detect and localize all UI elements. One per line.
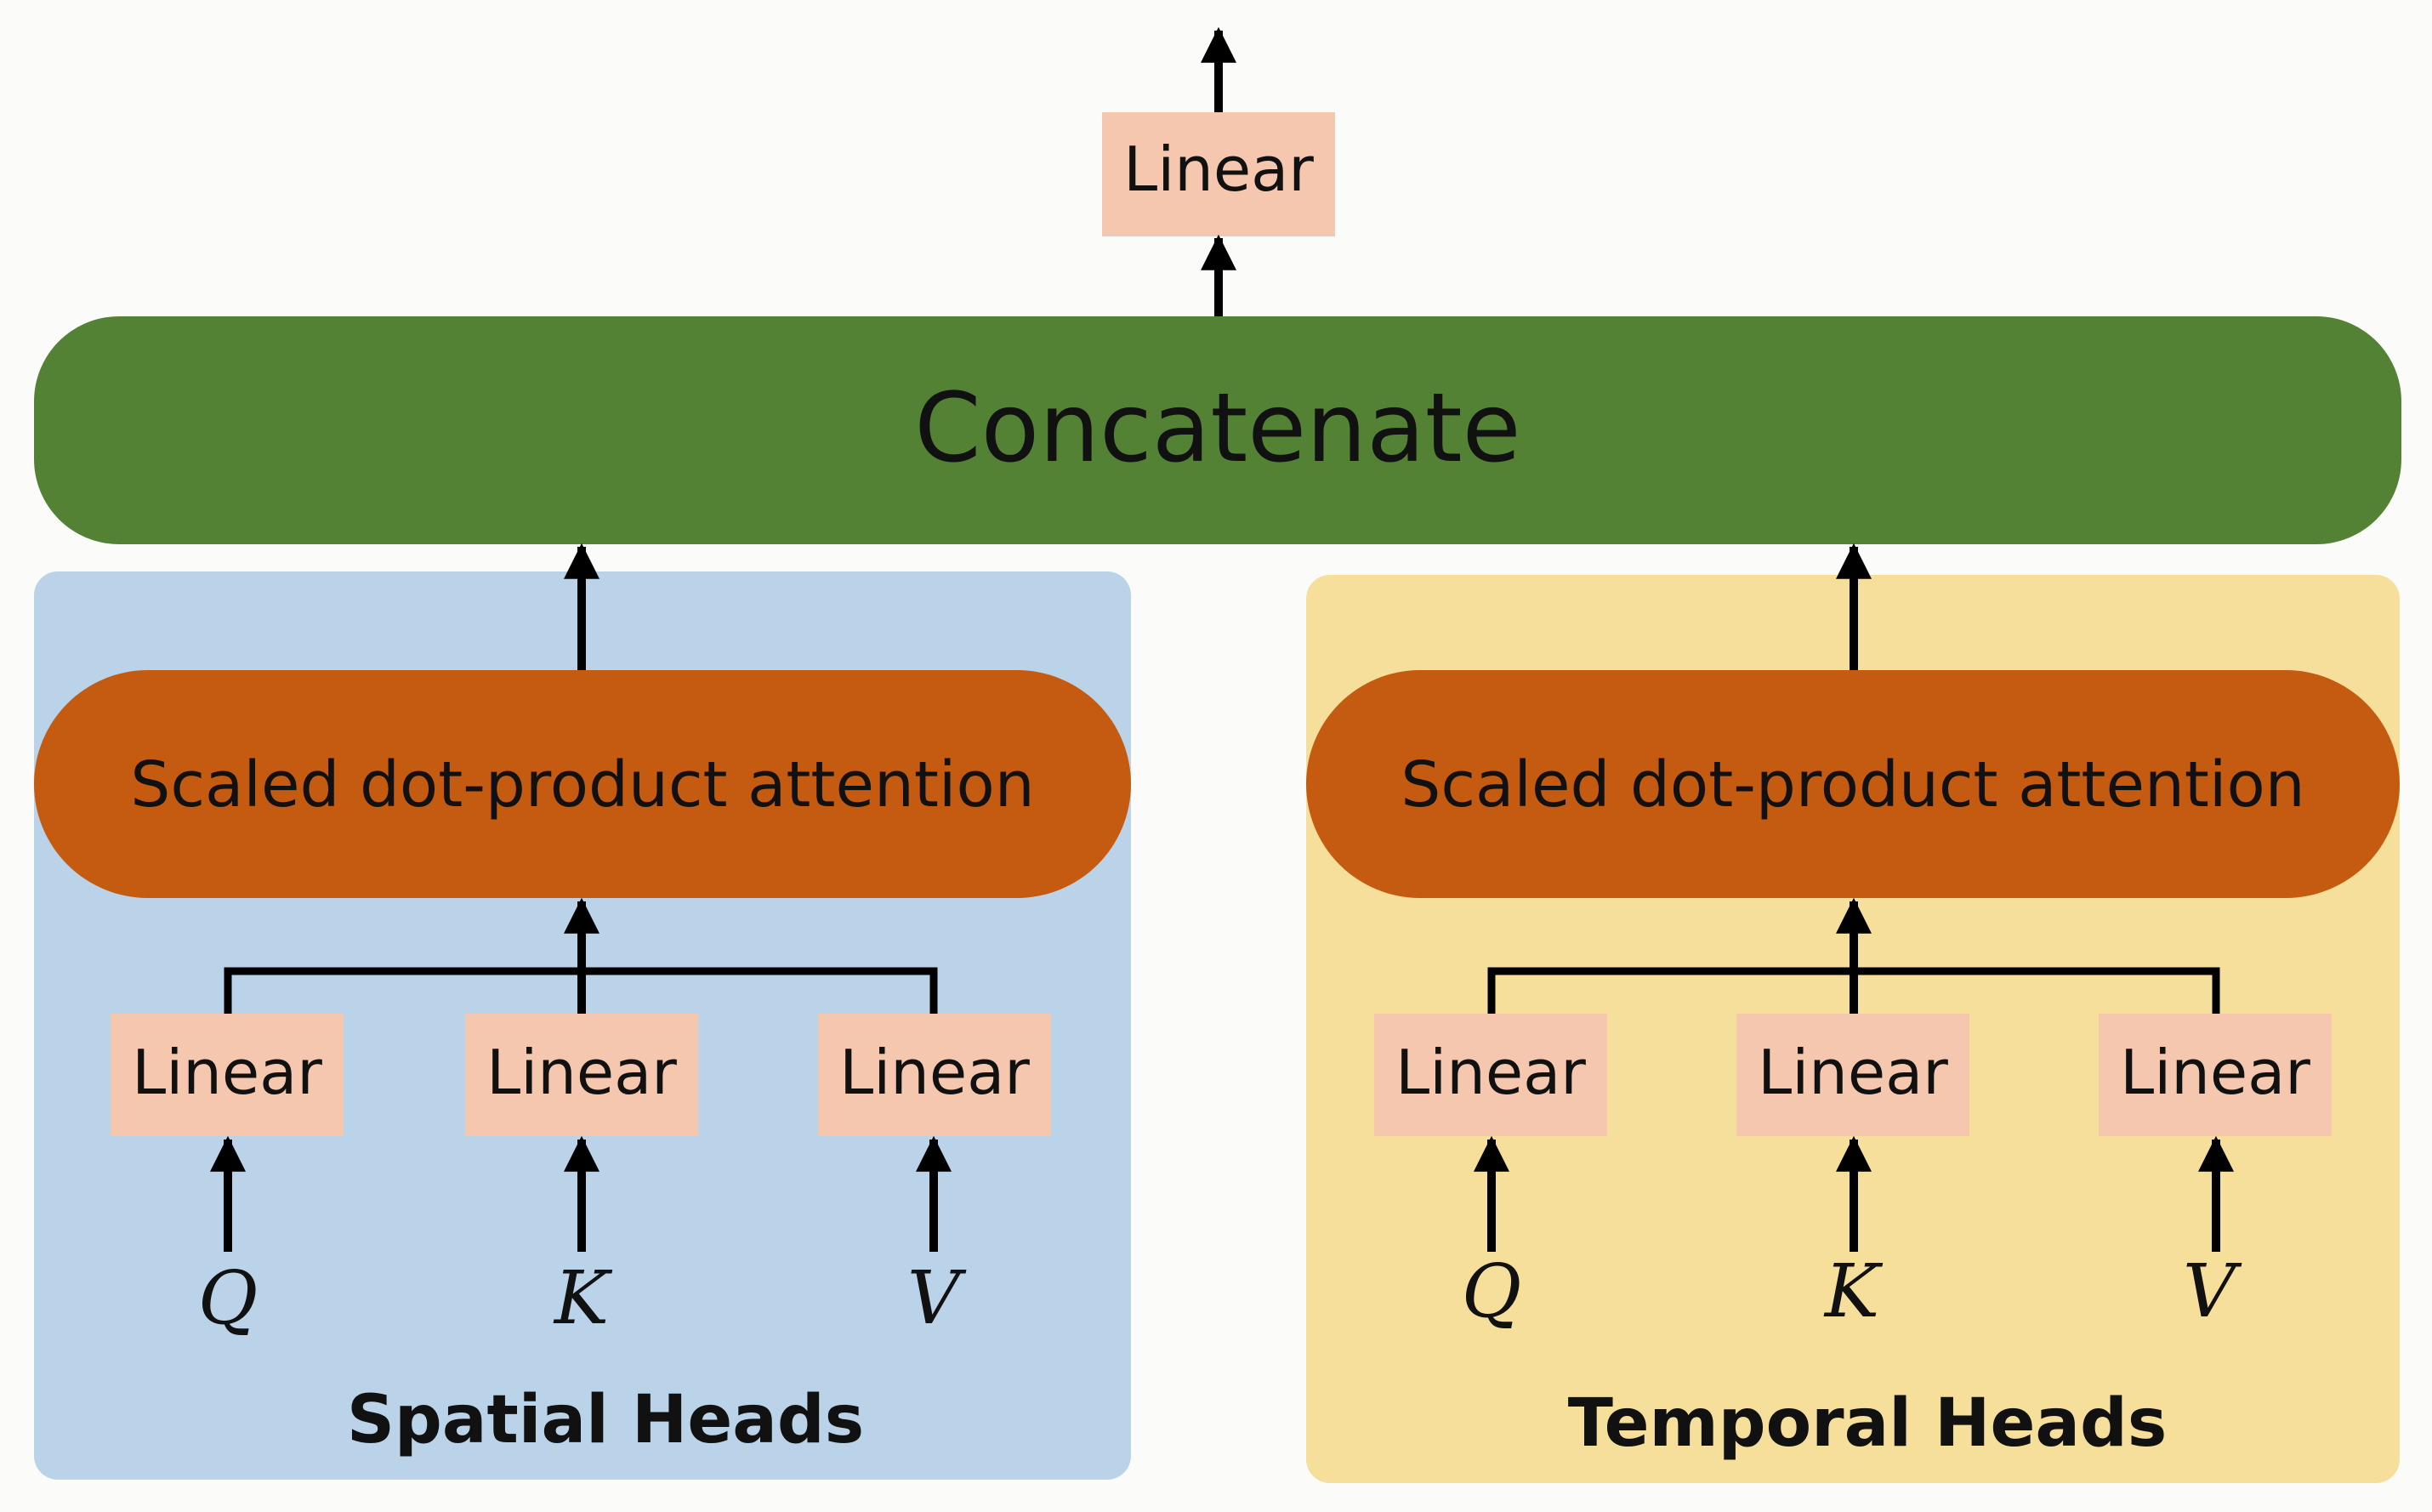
temporal-input-k: K [1823,1249,1884,1334]
temporal-linear-k-box [1736,1014,1969,1136]
spatial-input-v: V [907,1256,967,1341]
spatial-linear-q-label: Linear [132,1037,322,1108]
spatial-attention-box [34,670,1131,898]
concatenate-bar [34,316,2401,544]
top-linear-label: Linear [1123,134,1314,205]
temporal-input-v: V [2183,1249,2242,1334]
spatial-heads-title: Spatial Heads [347,1382,864,1458]
spatial-attention-label: Scaled dot-product attention [130,748,1034,821]
temporal-linear-k-label: Linear [1758,1037,1948,1108]
temporal-heads-title: Temporal Heads [1568,1385,2168,1462]
spatial-linear-k-label: Linear [486,1037,677,1108]
temporal-linear-q-label: Linear [1395,1037,1586,1108]
spatial-linear-v-box [818,1014,1051,1136]
spatial-linear-v-label: Linear [839,1037,1030,1108]
temporal-linear-v-box [2099,1014,2332,1136]
spatial-input-k: K [553,1256,613,1341]
spatial-linear-q-box [111,1014,344,1136]
temporal-linear-q-box [1374,1014,1607,1136]
spatial-linear-k-box [465,1014,698,1136]
top-linear-box [1102,112,1335,236]
temporal-linear-v-label: Linear [2120,1037,2310,1108]
temporal-attention-label: Scaled dot-product attention [1401,748,2304,821]
temporal-attention-box [1306,670,2400,898]
concatenate-label: Concatenate [914,373,1520,484]
temporal-input-q: Q [1462,1249,1522,1334]
spatial-input-q: Q [198,1256,259,1341]
